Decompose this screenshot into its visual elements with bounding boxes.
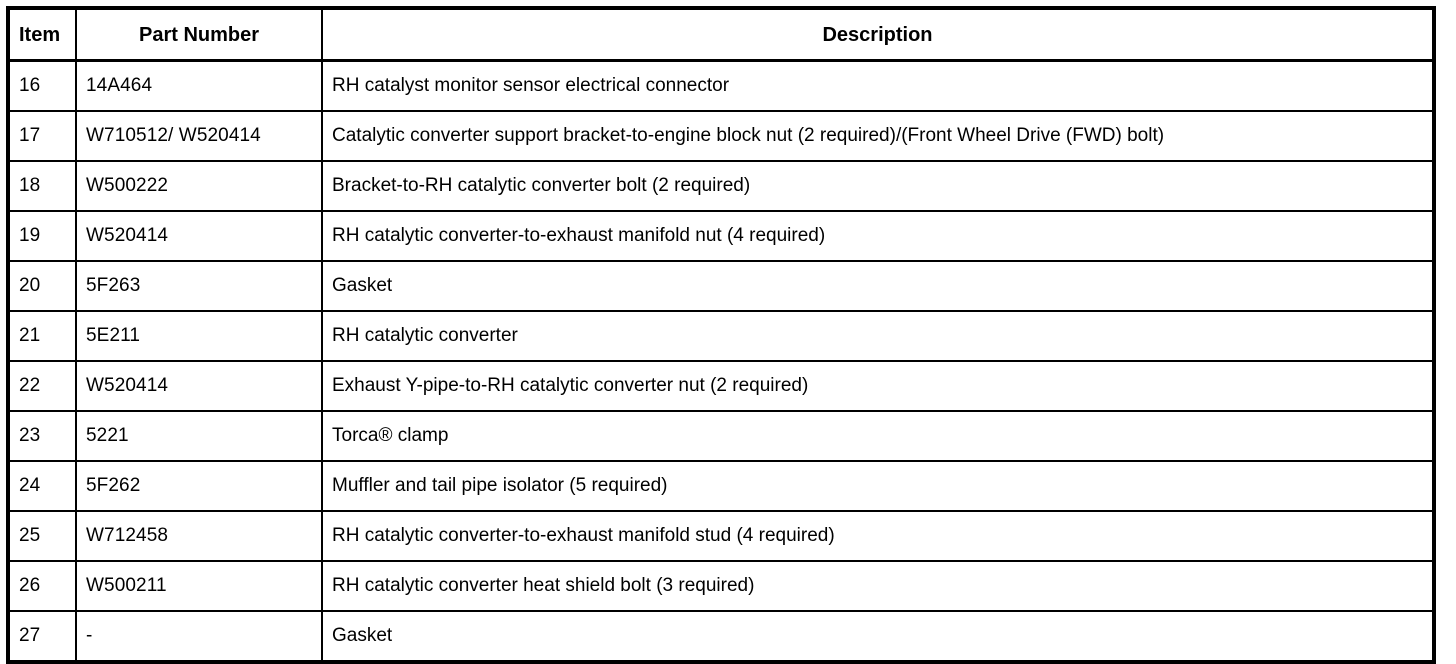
cell-item: 27	[8, 610, 77, 662]
cell-description: RH catalytic converter-to-exhaust manifo…	[321, 210, 1434, 262]
table-row: 27-Gasket	[8, 610, 1434, 662]
cell-item: 20	[8, 260, 77, 312]
cell-part-number: W500222	[75, 160, 323, 212]
cell-item: 22	[8, 360, 77, 412]
table-header: Item Part Number Description	[8, 8, 1434, 62]
cell-description: Exhaust Y-pipe-to-RH catalytic converter…	[321, 360, 1434, 412]
cell-item: 23	[8, 410, 77, 462]
cell-description: Bracket-to-RH catalytic converter bolt (…	[321, 160, 1434, 212]
cell-description: Catalytic converter support bracket-to-e…	[321, 110, 1434, 162]
cell-description: Torca® clamp	[321, 410, 1434, 462]
cell-part-number: W520414	[75, 360, 323, 412]
cell-item: 24	[8, 460, 77, 512]
cell-item: 21	[8, 310, 77, 362]
cell-item: 18	[8, 160, 77, 212]
cell-item: 26	[8, 560, 77, 612]
cell-part-number: 5E211	[75, 310, 323, 362]
cell-part-number: -	[75, 610, 323, 662]
cell-description: Muffler and tail pipe isolator (5 requir…	[321, 460, 1434, 512]
cell-part-number: 5221	[75, 410, 323, 462]
cell-item: 25	[8, 510, 77, 562]
column-header-part-number: Part Number	[75, 8, 323, 62]
cell-part-number: 5F263	[75, 260, 323, 312]
table-header-row: Item Part Number Description	[8, 8, 1434, 62]
cell-description: Gasket	[321, 260, 1434, 312]
column-header-description: Description	[321, 8, 1434, 62]
cell-description: RH catalyst monitor sensor electrical co…	[321, 59, 1434, 112]
cell-part-number: W520414	[75, 210, 323, 262]
cell-description: RH catalytic converter-to-exhaust manifo…	[321, 510, 1434, 562]
cell-part-number: W712458	[75, 510, 323, 562]
cell-part-number: 14A464	[75, 59, 323, 112]
cell-description: RH catalytic converter	[321, 310, 1434, 362]
cell-part-number: W710512/ W520414	[75, 110, 323, 162]
cell-part-number: 5F262	[75, 460, 323, 512]
cell-item: 17	[8, 110, 77, 162]
cell-description: RH catalytic converter heat shield bolt …	[321, 560, 1434, 612]
column-header-item: Item	[8, 8, 77, 62]
cell-item: 19	[8, 210, 77, 262]
cell-part-number: W500211	[75, 560, 323, 612]
cell-description: Gasket	[321, 610, 1434, 662]
cell-item: 16	[8, 59, 77, 112]
